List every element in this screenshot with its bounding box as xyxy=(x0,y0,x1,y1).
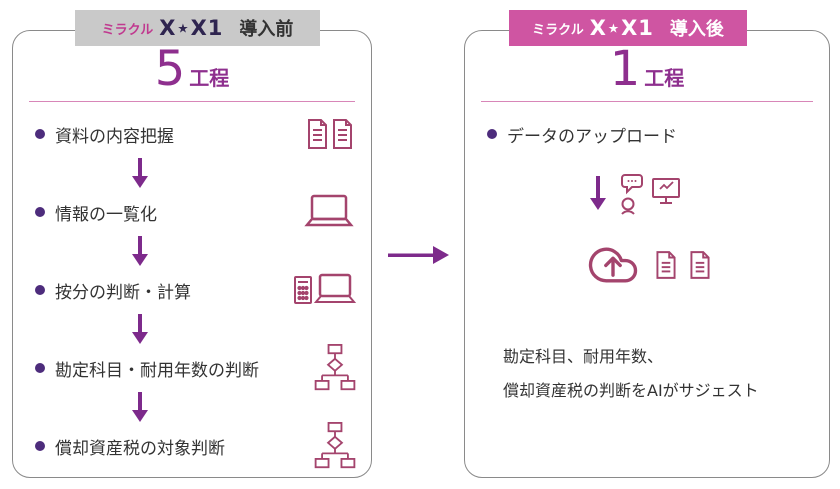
divider xyxy=(29,101,355,102)
flowchart-icon xyxy=(313,422,357,470)
before-process-count: 5 工程 xyxy=(13,31,371,97)
after-steps-list: データのアップロード xyxy=(465,110,829,158)
step-label: 償却資産税の対象判断 xyxy=(55,438,225,459)
calculator-laptop-icon xyxy=(293,271,357,309)
process-step: 勘定科目・耐用年数の判断 xyxy=(35,344,357,392)
process-step: データのアップロード xyxy=(487,110,815,158)
document-icon xyxy=(688,250,712,280)
before-badge: ミラクル X⋆X1 導入前 xyxy=(75,10,320,46)
ai-suggestion-text: 勘定科目、耐用年数、 償却資産税の判断をAIがサジェスト xyxy=(465,340,829,407)
cloud-upload-icon xyxy=(582,238,644,292)
laptop-icon xyxy=(301,194,357,230)
step-arrow-row xyxy=(35,236,357,266)
bullet-icon xyxy=(35,285,45,295)
after-process-count: 1 工程 xyxy=(465,31,829,97)
step-label: データのアップロード xyxy=(507,126,677,147)
cloud-upload-row xyxy=(465,228,829,302)
step-label: 資料の内容把握 xyxy=(55,126,174,147)
transition-arrow-icon xyxy=(388,244,450,266)
brand-prefix: ミラクル xyxy=(532,22,584,38)
process-count-number: 1 xyxy=(609,41,641,97)
before-steps-list: 資料の内容把握 xyxy=(13,110,371,470)
down-arrow-icon xyxy=(131,392,149,422)
process-step: 情報の一覧化 xyxy=(35,188,357,236)
brand-name: X⋆X1 xyxy=(159,16,224,40)
process-step: 償却資産税の対象判断 xyxy=(35,422,357,470)
step-label: 按分の判断・計算 xyxy=(55,282,191,303)
before-panel: 5 工程 資料の内容把握 xyxy=(12,30,372,478)
divider xyxy=(481,101,813,102)
bullet-icon xyxy=(35,207,45,217)
down-arrow-icon xyxy=(131,236,149,266)
step-label: 情報の一覧化 xyxy=(55,204,157,225)
process-count-unit: 工程 xyxy=(644,66,685,90)
after-panel: 1 工程 データのアップロード xyxy=(464,30,830,478)
documents-icon xyxy=(305,117,357,151)
after-badge: ミラクル X⋆X1 導入後 xyxy=(509,10,747,46)
down-arrow-icon xyxy=(589,176,607,210)
ai-suggestion-line: 勘定科目、耐用年数、 xyxy=(503,347,664,366)
step-arrow-row xyxy=(35,314,357,344)
step-label: 勘定科目・耐用年数の判断 xyxy=(55,360,259,381)
before-label: 導入前 xyxy=(239,19,294,40)
bullet-icon xyxy=(35,129,45,139)
step-arrow-row xyxy=(35,158,357,188)
down-arrow-icon xyxy=(131,158,149,188)
bullet-icon xyxy=(487,129,497,139)
process-step: 按分の判断・計算 xyxy=(35,266,357,314)
bullet-icon xyxy=(35,363,45,373)
process-count-unit: 工程 xyxy=(189,66,230,90)
down-arrow-icon xyxy=(131,314,149,344)
bullet-icon xyxy=(35,441,45,451)
brand-name: X⋆X1 xyxy=(589,16,654,40)
process-step: 資料の内容把握 xyxy=(35,110,357,158)
ai-suggestion-line: 償却資産税の判断をAIがサジェスト xyxy=(503,380,759,400)
after-label: 導入後 xyxy=(669,19,724,40)
brand-prefix: ミラクル xyxy=(101,22,154,38)
process-count-number: 5 xyxy=(154,41,186,97)
step-arrow-row xyxy=(35,392,357,422)
ai-thinking-monitor-icon xyxy=(619,171,683,215)
flowchart-icon xyxy=(313,344,357,392)
document-icon xyxy=(654,250,678,280)
after-arrow-row xyxy=(465,158,829,228)
